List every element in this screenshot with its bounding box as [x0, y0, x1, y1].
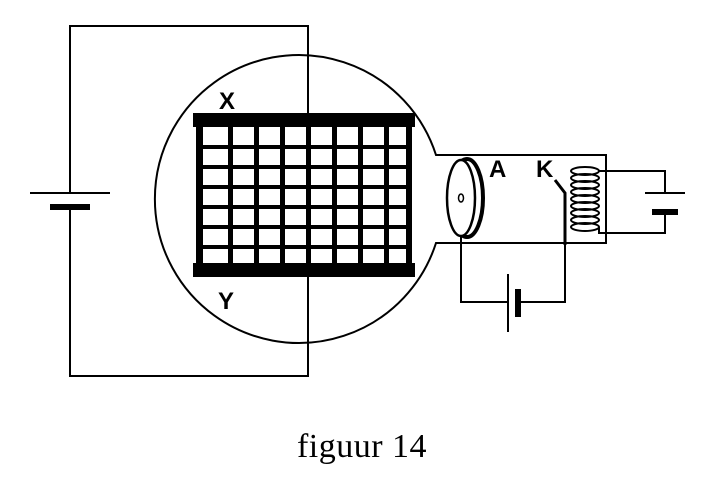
screen-grid: [196, 121, 412, 263]
deflection-plate-y: [193, 263, 415, 277]
heater-circuit: [598, 170, 685, 234]
plate-circuit: [30, 25, 309, 377]
label-x: X: [219, 88, 235, 115]
heater-coil: [570, 166, 600, 232]
anode-disc: [445, 157, 485, 239]
label-a: A: [489, 156, 506, 183]
label-k: K: [536, 156, 554, 183]
cathode-contact: [553, 179, 567, 245]
tube-outline: [153, 54, 607, 344]
label-y: Y: [218, 288, 234, 315]
deflection-plate-x: [193, 113, 415, 127]
accelerating-circuit: [460, 237, 566, 332]
figure-caption: figuur 14: [296, 428, 428, 465]
